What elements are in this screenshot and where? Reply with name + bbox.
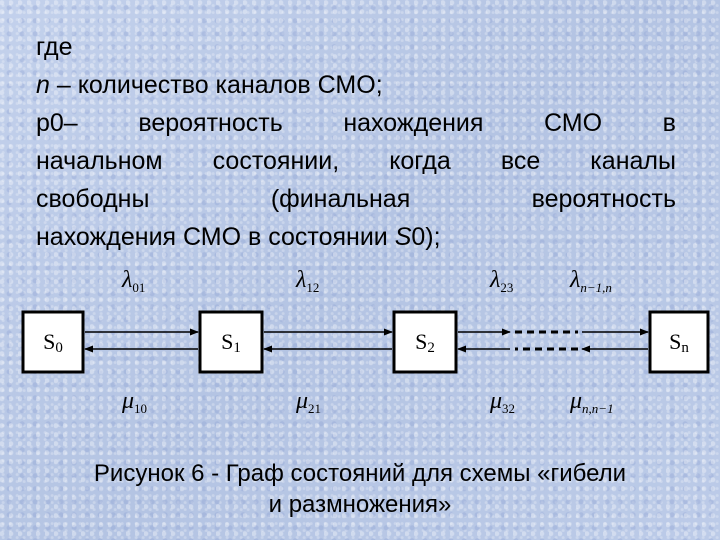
line6-end: 0);	[411, 223, 441, 251]
label-lambda-01: λ01	[121, 267, 145, 295]
text-line-6: нахождения СМО в состоянии S0);	[36, 218, 676, 256]
state-symbol: S	[394, 223, 412, 251]
figure-caption-line-1: Рисунок 6 - Граф состояний для схемы «ги…	[93, 460, 627, 487]
text-line-5: свободны (финальная вероятность	[36, 180, 676, 218]
state-sn: Sn	[648, 310, 710, 374]
word: начальном	[36, 147, 163, 175]
definitions-text: где n – количество каналов СМО; р0– веро…	[36, 28, 676, 256]
word: в	[662, 109, 676, 137]
word: все	[500, 147, 541, 175]
label-lambda-23: λ23	[489, 267, 513, 295]
word: (финальная	[270, 185, 411, 213]
n-definition: – количество каналов СМО;	[49, 71, 383, 99]
n-symbol: n	[36, 71, 50, 99]
label-lambda-12: λ12	[295, 267, 319, 295]
svg-text:S2: S2	[415, 329, 435, 356]
word: состоянии,	[212, 147, 340, 175]
svg-text:S1: S1	[221, 329, 241, 356]
word: вероятность	[138, 109, 283, 137]
text-line-1: где	[36, 33, 73, 61]
text-line-3: р0– вероятность нахождения СМО в	[36, 104, 676, 142]
label-mu-10: μ10	[121, 388, 147, 416]
svg-text:Sn: Sn	[669, 329, 689, 356]
word: нахождения	[343, 109, 484, 137]
line6-text: нахождения СМО в состоянии	[36, 223, 395, 251]
state-s0: S0	[21, 310, 85, 374]
text-line-2: n – количество каналов СМО;	[36, 66, 676, 104]
word: свободны	[36, 185, 150, 213]
word: когда	[389, 147, 451, 175]
text-line-4: начальном состоянии, когда все каналы	[36, 142, 676, 180]
svg-text:S0: S0	[43, 329, 63, 356]
state-s2: S2	[392, 310, 458, 374]
state-s1: S1	[198, 310, 264, 374]
word: вероятность	[531, 185, 676, 213]
label-mu-21: μ21	[295, 388, 321, 416]
word: каналы	[590, 147, 676, 175]
label-mu-n-n-1: μn,n−1	[569, 388, 614, 416]
label-mu-32: μ32	[489, 388, 515, 416]
state-graph-diagram: S0 S1 S2 Sn λ01 λ12 λ23 λn−1,n μ10 μ21 μ…	[21, 267, 710, 416]
figure-caption-line-2: и размножения»	[268, 491, 452, 518]
label-lambda-n-1-n: λn−1,n	[569, 267, 612, 295]
word: р0–	[36, 109, 78, 137]
word: СМО	[544, 109, 603, 137]
